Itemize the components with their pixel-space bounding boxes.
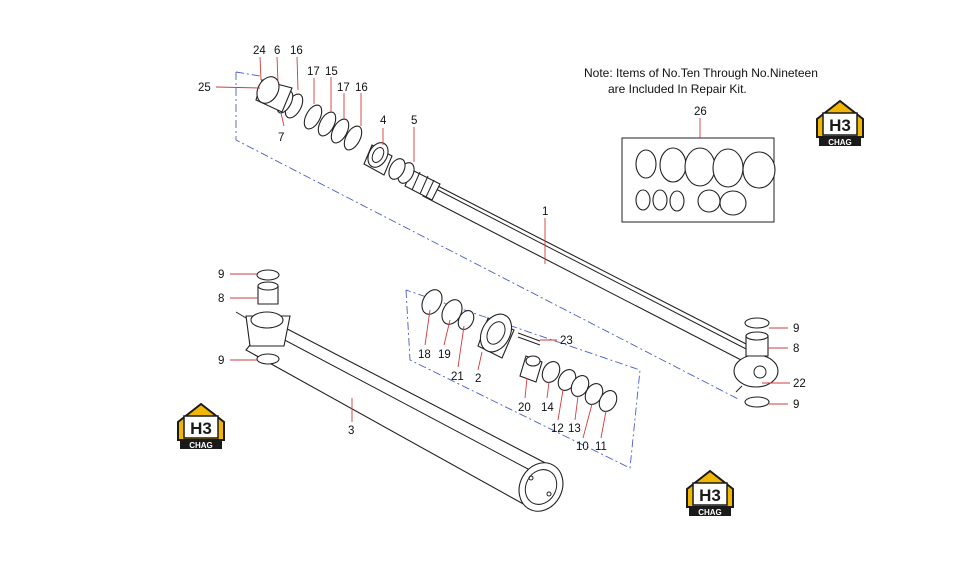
callout-26: 26 — [694, 106, 707, 118]
rod-eye — [733, 354, 779, 388]
callout-20: 20 — [518, 402, 531, 414]
logo-mark: H3 — [190, 419, 212, 438]
callout-7: 7 — [278, 132, 284, 144]
cylinder-tube-assembly — [235, 269, 564, 512]
logo-subtext: CHAG — [698, 508, 722, 517]
callout-2: 2 — [475, 373, 481, 385]
callout-16: 16 — [290, 45, 303, 57]
repair-kit-note-line1: Note: Items of No.Ten Through No.Ninetee… — [584, 66, 818, 80]
callout-18: 18 — [418, 349, 431, 361]
callout-9-top-right: 9 — [793, 323, 799, 335]
logo-subtext: CHAG — [189, 441, 213, 450]
callout-10: 10 — [576, 441, 589, 453]
callout-9-bottom-left: 9 — [218, 355, 224, 367]
alignment-dash-upper — [235, 71, 741, 401]
logo-mark: H3 — [699, 486, 721, 505]
callout-23: 23 — [560, 335, 573, 347]
logo-subtext: CHAG — [828, 138, 852, 147]
alignment-dash-piston — [405, 289, 641, 469]
upper-rod-assembly — [235, 71, 779, 408]
callout-25: 25 — [198, 82, 211, 94]
callout-13: 13 — [568, 423, 581, 435]
callout-19: 19 — [438, 349, 451, 361]
logo-mark: H3 — [829, 116, 851, 135]
callout-12: 12 — [551, 423, 564, 435]
callout-17b: 17 — [337, 82, 350, 94]
leader-lines — [215, 56, 790, 439]
callout-8-left: 8 — [218, 293, 224, 305]
callout-21: 21 — [451, 371, 464, 383]
cylinder-tube — [245, 319, 556, 507]
callout-8-right: 8 — [793, 343, 799, 355]
callout-4: 4 — [380, 115, 387, 127]
callout-6: 6 — [274, 45, 280, 57]
repair-kit-box — [621, 137, 776, 223]
callout-15: 15 — [325, 66, 338, 78]
brand-logo-bottom: H3 CHAG — [686, 469, 734, 517]
piston-group — [405, 289, 641, 469]
callout-9-top-left: 9 — [218, 269, 224, 281]
callout-labels: 24 6 16 17 15 17 16 25 7 4 5 1 26 9 8 9 … — [198, 45, 806, 453]
callout-16b: 16 — [355, 82, 368, 94]
callout-11: 11 — [595, 441, 607, 453]
repair-kit-note-line2: are Included In Repair Kit. — [608, 82, 747, 96]
callout-9-bottom-right: 9 — [793, 399, 799, 411]
callout-14: 14 — [541, 402, 554, 414]
callout-17: 17 — [307, 66, 320, 78]
callout-5: 5 — [411, 115, 417, 127]
callout-3: 3 — [348, 425, 354, 437]
callout-1: 1 — [542, 206, 548, 218]
brand-logo-top-right: H3 CHAG — [816, 99, 864, 147]
callout-22: 22 — [793, 378, 806, 390]
callout-24: 24 — [253, 45, 266, 57]
brand-logo-left: H3 CHAG — [177, 402, 225, 450]
